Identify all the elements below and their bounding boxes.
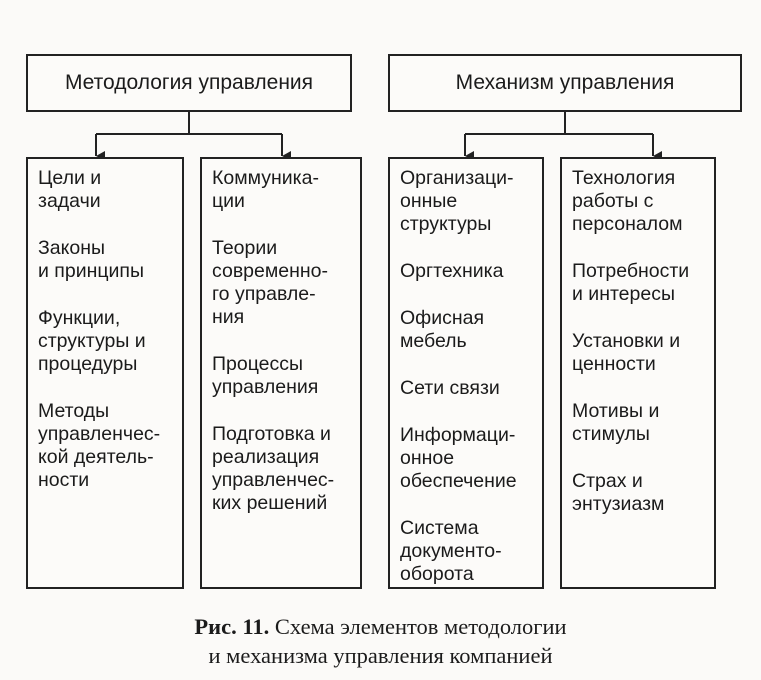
list-item-line: Процессы [212, 353, 304, 375]
list-item-line: Офисная [400, 307, 485, 329]
list-item-line: персоналом [572, 213, 683, 235]
list-item-line: Законы [38, 237, 106, 259]
list-item-line: документо- [400, 540, 502, 562]
list-item-line: мебель [400, 330, 467, 352]
header-label-methodology: Методология управления [64, 71, 314, 94]
list-item-line: Сети связи [400, 377, 500, 399]
header-box-mechanism: Механизм управления [388, 54, 742, 112]
list-item-line: Оргтехника [400, 260, 504, 282]
list-item: Коммуника-ции [212, 167, 352, 213]
list-item-line: работы с [572, 190, 654, 212]
list-item-line: го управле- [212, 283, 316, 305]
list-item-line: Методы [38, 400, 110, 422]
list-item-line: управленчес- [38, 423, 161, 445]
list-item-line: Технология [572, 167, 676, 189]
list-item-line: ких решений [212, 492, 328, 514]
list-item-line: Система [400, 517, 479, 539]
list-item-line: оборота [400, 563, 474, 585]
list-item-line: управленчес- [212, 469, 335, 491]
list-item-line: задачи [38, 190, 101, 212]
caption-title-part-2: и механизма управления компанией [208, 643, 553, 668]
list-item-line: Потребности [572, 260, 690, 282]
figure-caption: Рис. 11. Схема элементов методологии и м… [0, 612, 761, 670]
list-item-line: ценности [572, 353, 656, 375]
list-item-line: и принципы [38, 260, 145, 282]
caption-figure-label: Рис. 11. [194, 614, 270, 639]
list-item: Оргтехника [400, 260, 534, 283]
list-item-line: и интересы [572, 283, 675, 305]
list-item-line: онное [400, 447, 455, 469]
list-item-line: Коммуника- [212, 167, 319, 189]
list-item-line: Теории [212, 237, 278, 259]
list-item-line: обеспечение [400, 470, 517, 492]
list-item-line: Мотивы и [572, 400, 660, 422]
list-item-line: управления [212, 376, 319, 398]
list-item-line: ции [212, 190, 245, 212]
list-item-line: ности [38, 469, 90, 491]
list-item-line: структуры и [38, 330, 146, 352]
list-item-line: Установки и [572, 330, 681, 352]
list-item-line: стимулы [572, 423, 650, 445]
list-item-line: Цели и [38, 167, 102, 189]
list-item-line: реализация [212, 446, 320, 468]
list-item-line: современно- [212, 260, 328, 282]
list-item: Сети связи [400, 377, 534, 400]
caption-line-1: Рис. 11. Схема элементов методологии [0, 612, 761, 641]
list-item-line: Организаци- [400, 167, 514, 189]
list-item-line: процедуры [38, 353, 138, 375]
list-item-line: Функции, [38, 307, 121, 329]
list-item-line: структуры [400, 213, 492, 235]
list-item-line: онные [400, 190, 458, 212]
caption-title-part-1: Схема элементов методологии [269, 614, 567, 639]
header-box-methodology: Методология управления [26, 54, 352, 112]
list-item-line: Информаци- [400, 424, 516, 446]
list-item-line: кой деятель- [38, 446, 154, 468]
list-item-line: Страх и [572, 470, 643, 492]
header-label-mechanism: Механизм управления [455, 71, 675, 94]
list-item-line: Подготовка и [212, 423, 331, 445]
list-item-line: ния [212, 306, 245, 328]
list-item-line: энтузиазм [572, 493, 665, 515]
